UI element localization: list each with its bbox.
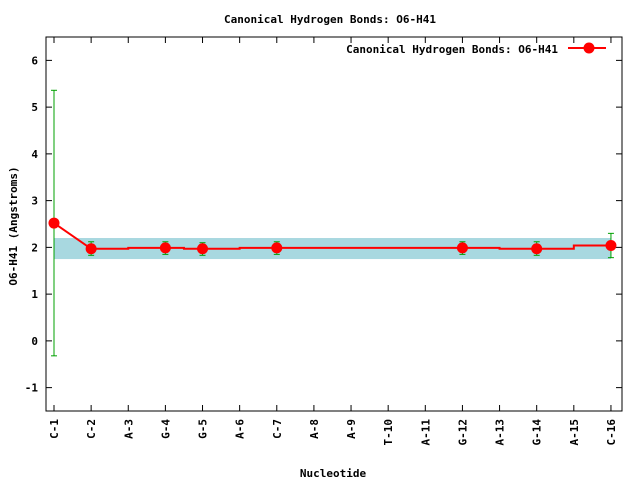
x-tick-label: A-8 — [308, 419, 321, 439]
x-tick-label: A-9 — [345, 419, 358, 439]
x-tick-label: C-2 — [85, 419, 98, 439]
x-tick-label: A-11 — [419, 419, 432, 446]
y-tick-label: 4 — [31, 148, 38, 161]
x-tick-label: T-10 — [382, 419, 395, 446]
data-point — [85, 243, 97, 255]
axes: -1 0 1 2 3 4 5 6C-1 C-2 A-3 G-4 G-5 A-6 C-7 A-8 A-9 T-10… — [25, 36, 623, 446]
x-tick-label: G-14 — [531, 419, 544, 446]
data-point — [48, 217, 60, 229]
data-point — [531, 243, 543, 255]
legend-marker — [583, 42, 595, 54]
x-tick-label: C-16 — [605, 419, 618, 446]
x-tick-label: A-15 — [568, 419, 581, 446]
x-tick-label: G-5 — [197, 419, 210, 439]
y-tick-label: -1 — [25, 382, 39, 395]
x-tick-label: G-12 — [456, 419, 469, 446]
x-axis-label: Nucleotide — [300, 467, 367, 480]
y-axis-label: O6-H41 (Angstroms) — [7, 166, 20, 285]
y-tick-label: 5 — [31, 101, 38, 114]
plot-frame — [45, 36, 623, 412]
data-point — [605, 240, 617, 252]
series-layer — [48, 89, 617, 357]
data-point — [456, 242, 468, 254]
legend: Canonical Hydrogen Bonds: O6-H41 — [346, 42, 606, 56]
y-tick-label: 0 — [31, 335, 38, 348]
x-tick-label: C-7 — [271, 419, 284, 439]
x-tick-label: C-1 — [48, 419, 61, 439]
y-tick-label: 1 — [31, 288, 38, 301]
x-tick-label: A-13 — [494, 419, 507, 446]
y-tick-label: 6 — [31, 54, 38, 67]
data-point — [271, 242, 283, 254]
legend-label: Canonical Hydrogen Bonds: O6-H41 — [346, 43, 558, 56]
x-tick-label: A-3 — [122, 419, 135, 439]
x-tick-label: A-6 — [234, 419, 247, 439]
chart-title: Canonical Hydrogen Bonds: O6-H41 — [224, 13, 436, 26]
y-tick-label: 3 — [31, 195, 38, 208]
y-tick-label: 2 — [31, 241, 38, 254]
data-point — [159, 242, 171, 254]
data-point — [197, 243, 209, 255]
x-tick-label: G-4 — [159, 419, 172, 439]
